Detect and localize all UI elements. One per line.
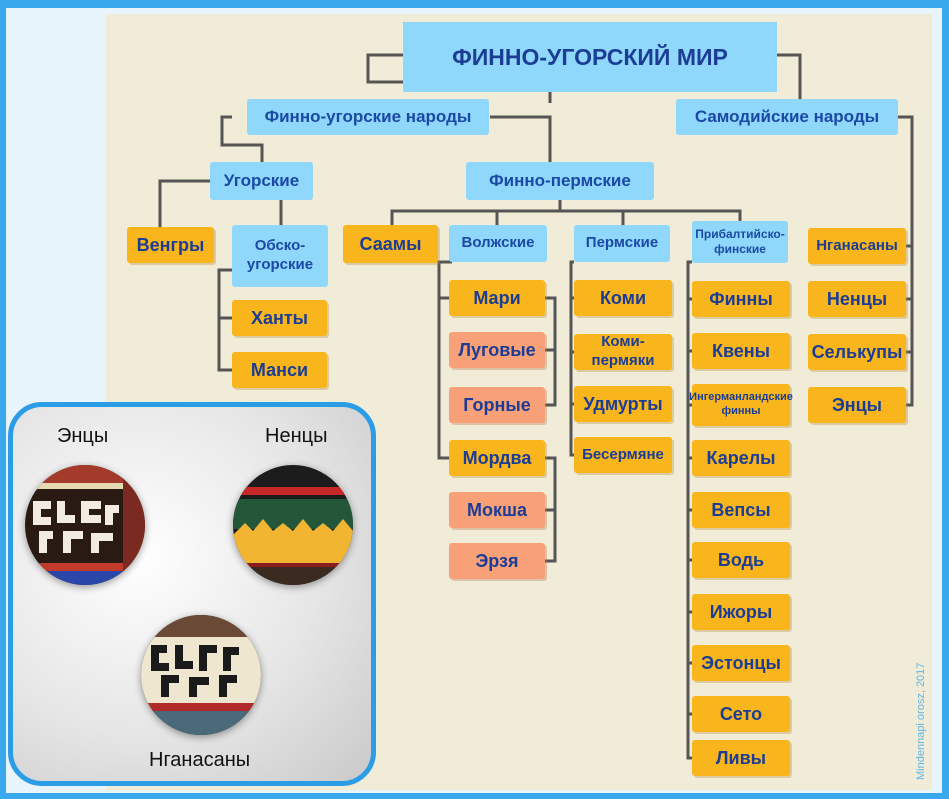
people-kvens: Квены	[692, 333, 790, 369]
people-mari: Мари	[449, 280, 545, 316]
branch-finno-permic: Финно-пермские	[466, 162, 654, 200]
people-mountain-mari: Горные	[449, 387, 545, 423]
people-selkups: Селькупы	[808, 334, 906, 370]
people-khanty: Ханты	[232, 300, 327, 336]
branch-ob-ugric: Обско-угорские	[232, 225, 328, 287]
people-hungarians: Венгры	[127, 227, 214, 263]
people-besermyan: Бесермяне	[574, 437, 672, 473]
people-saami: Саамы	[343, 225, 438, 263]
people-komi-permyak: Коми-пермяки	[574, 333, 672, 370]
people-erzya: Эрзя	[449, 543, 545, 579]
people-finns: Финны	[692, 281, 790, 317]
people-nenets: Ненцы	[808, 281, 906, 317]
nenets-ornament-image	[233, 465, 353, 585]
ornament-label-enets: Энцы	[57, 425, 109, 447]
branch-volga: Волжские	[449, 225, 547, 262]
people-moksha: Мокша	[449, 492, 545, 528]
people-mansi: Манси	[232, 352, 327, 388]
people-estonians: Эстонцы	[692, 645, 790, 681]
people-votes: Водь	[692, 542, 790, 578]
people-karelians: Карелы	[692, 440, 790, 476]
people-udmurt: Удмурты	[574, 386, 672, 422]
branch-finno-ugric-peoples: Финно-угорские народы	[247, 99, 489, 135]
ornament-panel: Энцы Ненцы Нганасаны	[8, 402, 376, 786]
branch-baltic-finnic: Прибалтийско-финские	[692, 221, 788, 263]
ornament-label-nganasans: Нганасаны	[149, 749, 251, 771]
people-ingrian-finns: Ингерманландские финны	[689, 384, 793, 426]
branch-ugric: Угорские	[210, 162, 313, 200]
nganasans-ornament-image	[141, 615, 261, 735]
ornament-label-nenets: Ненцы	[265, 425, 328, 447]
image-credit: Mindennapi orosz, 2017	[915, 662, 927, 780]
people-izhorians: Ижоры	[692, 594, 790, 630]
people-livs: Ливы	[692, 740, 790, 776]
enets-ornament-image	[25, 465, 145, 585]
people-meadow-mari: Луговые	[449, 332, 545, 368]
people-enets: Энцы	[808, 387, 906, 423]
people-veps: Вепсы	[692, 492, 790, 528]
people-nganasans: Нганасаны	[808, 228, 906, 264]
people-mordva: Мордва	[449, 440, 545, 476]
branch-permic: Пермские	[574, 225, 670, 262]
people-seto: Сето	[692, 696, 790, 732]
diagram-title: ФИННО-УГОРСКИЙ МИР	[403, 22, 777, 92]
people-komi: Коми	[574, 280, 672, 316]
branch-samoyedic-peoples: Самодийские народы	[676, 99, 898, 135]
